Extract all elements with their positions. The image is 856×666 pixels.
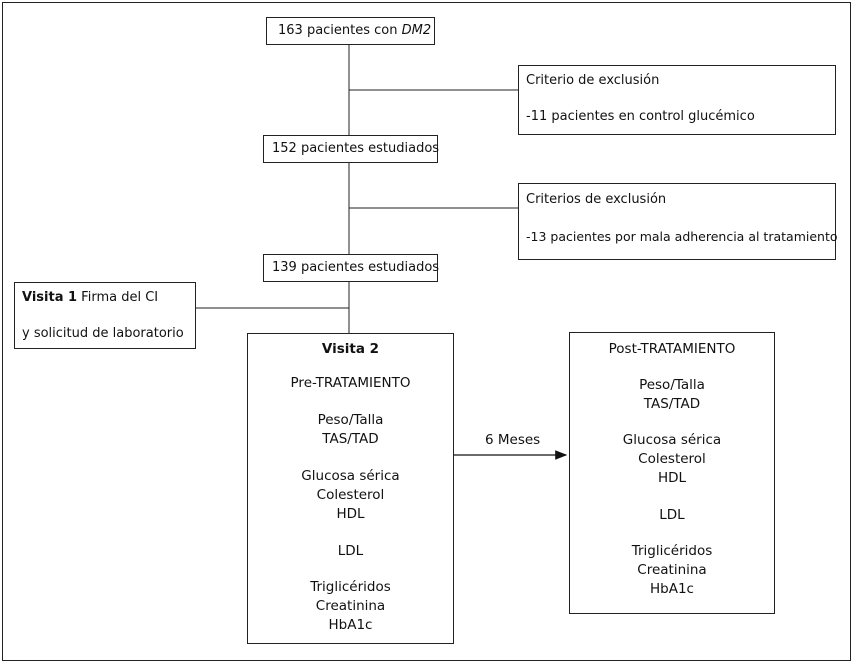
pre-item-hdl: HDL	[336, 506, 365, 522]
box-152-text: 152 pacientes estudiados	[272, 141, 440, 156]
post-item-colesterol: Colesterol	[638, 451, 706, 467]
box-139-text: 139 pacientes estudiados	[272, 260, 440, 275]
box-163-pacientes: 163 pacientes con DM2	[266, 17, 435, 45]
visit-1-line1: Firma del CI	[77, 290, 159, 305]
exclusion-box-1: Criterio de exclusión -11 pacientes en c…	[518, 65, 836, 135]
post-item-hba1c: HbA1c	[650, 581, 694, 597]
exclusion-2-detail: -13 pacientes por mala adherencia al tra…	[526, 229, 838, 244]
pre-item-creatinina: Creatinina	[315, 598, 386, 614]
pre-item-hba1c: HbA1c	[328, 617, 373, 633]
post-item-glucosa: Glucosa sérica	[622, 432, 722, 448]
visit-1-line2: y solicitud de laboratorio	[22, 326, 184, 341]
pre-item-colesterol: Colesterol	[316, 487, 385, 503]
box-163-text: 163 pacientes con	[278, 23, 398, 38]
exclusion-2-title: Criterios de exclusión	[526, 192, 667, 207]
exclusion-1-title: Criterio de exclusión	[526, 73, 660, 88]
post-treatment-box: Post-TRATAMIENTO Peso/Talla TAS/TAD Gluc…	[569, 332, 775, 614]
post-item-ldl: LDL	[659, 507, 685, 523]
post-item-trigliceridos: Triglicéridos	[631, 543, 713, 559]
pre-item-tas-tad: TAS/TAD	[322, 431, 379, 447]
exclusion-box-2: Criterios de exclusión -13 pacientes por…	[518, 183, 838, 260]
pre-item-peso-talla: Peso/Talla	[317, 412, 384, 428]
post-item-creatinina: Creatinina	[637, 562, 707, 578]
visit-2-title: Visita 2	[321, 341, 380, 357]
arrow-label: 6 Meses	[485, 432, 541, 448]
visit-1-label: Visita 1	[22, 290, 78, 305]
pre-item-trigliceridos: Triglicéridos	[310, 579, 391, 595]
post-heading: Post-TRATAMIENTO	[608, 341, 736, 357]
post-item-peso-talla: Peso/Talla	[639, 377, 705, 393]
post-item-hdl: HDL	[657, 470, 687, 486]
exclusion-1-detail: -11 pacientes en control glucémico	[526, 109, 755, 124]
box-152-pacientes: 152 pacientes estudiados	[263, 135, 440, 163]
pre-item-ldl: LDL	[337, 543, 364, 559]
visit-2-pre-box: Visita 2 Pre-TRATAMIENTO Peso/Talla TAS/…	[247, 333, 454, 644]
visit-1-box: Visita 1 Firma del CI y solicitud de lab…	[14, 282, 196, 349]
box-163-dm2: DM2	[401, 23, 432, 38]
pre-heading: Pre-TRATAMIENTO	[290, 375, 411, 391]
box-139-pacientes: 139 pacientes estudiados	[263, 254, 440, 282]
post-item-tas-tad: TAS/TAD	[643, 396, 701, 412]
pre-item-glucosa: Glucosa sérica	[301, 468, 400, 484]
